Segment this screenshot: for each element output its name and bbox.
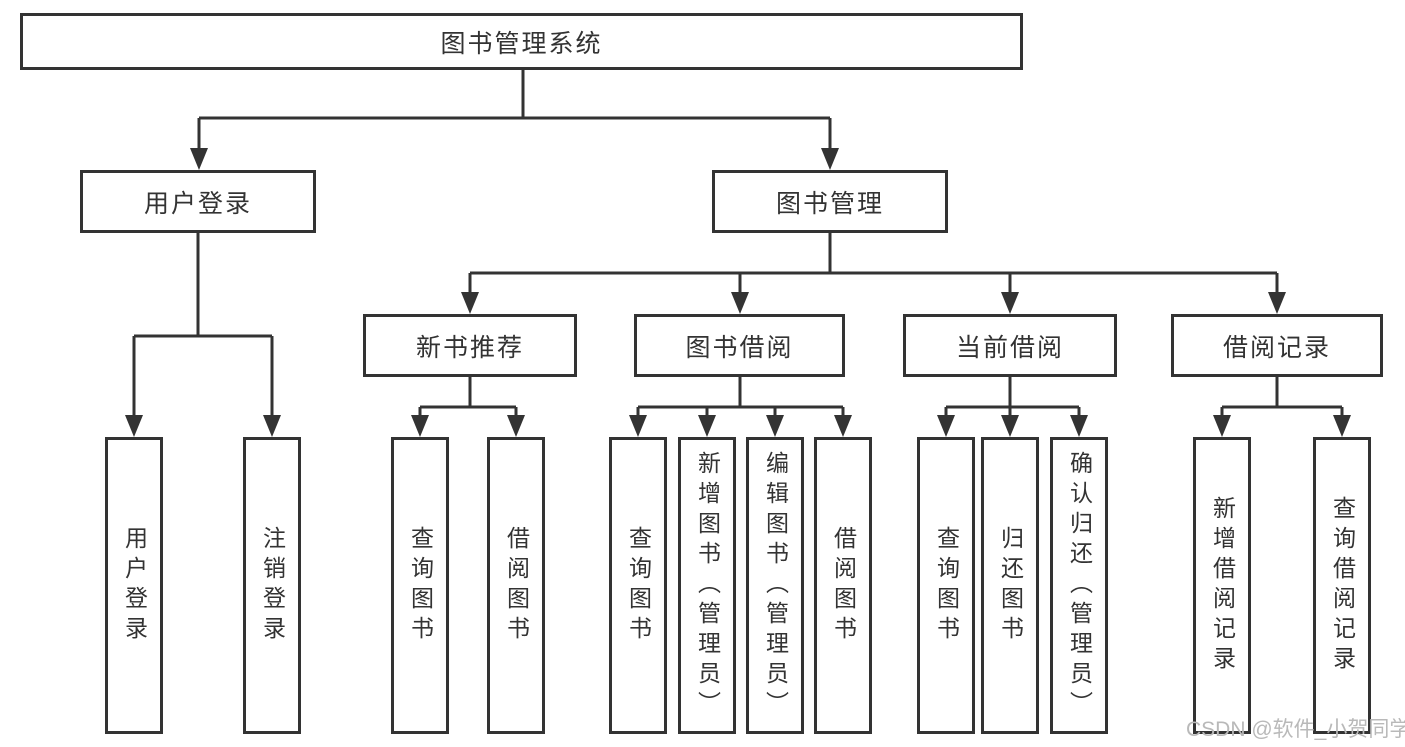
node-label: 用户登录: [143, 189, 252, 218]
node-borrow-records: 借阅记录: [1171, 314, 1383, 377]
node-leaf-query-books-1: 查询图书: [391, 437, 449, 734]
node-label: 借阅图书: [830, 525, 857, 646]
node-leaf-query-borrow-record: 查询借阅记录: [1313, 437, 1371, 734]
node-label: 借阅记录: [1222, 333, 1331, 362]
node-leaf-confirm-return-admin: 确认归还（管理员）: [1050, 437, 1108, 734]
node-leaf-borrow-books-1: 借阅图书: [487, 437, 545, 734]
node-label: 查询图书: [933, 525, 960, 646]
node-label: 图书管理系统: [440, 29, 603, 58]
connector-new-book-branch: [418, 377, 518, 419]
node-user-login: 用户登录: [80, 170, 316, 233]
node-current-borrow: 当前借阅: [903, 314, 1117, 377]
node-label: 注销登录: [259, 525, 286, 646]
node-label: 编辑图书（管理员）: [762, 450, 789, 721]
watermark-text: CSDN @软件_小贺同学: [1186, 718, 1405, 741]
node-label: 图书借阅: [685, 333, 794, 362]
node-label: 图书管理: [775, 189, 884, 218]
node-label: 查询图书: [407, 525, 434, 646]
node-label: 新增图书（管理员）: [694, 450, 721, 721]
node-label: 借阅图书: [503, 525, 530, 646]
node-book-borrow: 图书借阅: [634, 314, 845, 377]
node-label: 新书推荐: [415, 333, 524, 362]
node-label: 用户登录: [121, 525, 148, 646]
node-library-management-system: 图书管理系统: [20, 13, 1023, 70]
connector-book-management-branch: [468, 233, 1279, 296]
node-leaf-borrow-books-2: 借阅图书: [814, 437, 872, 734]
node-label: 查询图书: [625, 525, 652, 646]
node-leaf-query-books-2: 查询图书: [609, 437, 667, 734]
node-leaf-query-books-3: 查询图书: [917, 437, 975, 734]
connector-borrow-records-branch: [1220, 377, 1344, 419]
node-label: 当前借阅: [955, 333, 1064, 362]
node-leaf-add-borrow-record: 新增借阅记录: [1193, 437, 1251, 734]
node-leaf-logout: 注销登录: [243, 437, 301, 734]
node-leaf-edit-books-admin: 编辑图书（管理员）: [746, 437, 804, 734]
arrowheads: [125, 148, 1351, 437]
node-leaf-add-books-admin: 新增图书（管理员）: [678, 437, 736, 734]
node-leaf-return-books: 归还图书: [981, 437, 1039, 734]
connector-user-login-branch: [132, 233, 274, 419]
connector-book-borrow-branch: [636, 377, 845, 419]
node-label: 归还图书: [997, 525, 1024, 646]
node-new-book-recommend: 新书推荐: [363, 314, 577, 377]
node-label: 查询借阅记录: [1329, 495, 1356, 676]
connector-root-to-level2: [197, 70, 832, 152]
connector-current-borrow-branch: [944, 377, 1081, 419]
node-book-management: 图书管理: [712, 170, 948, 233]
node-label: 确认归还（管理员）: [1066, 450, 1093, 721]
node-leaf-user-login: 用户登录: [105, 437, 163, 734]
node-label: 新增借阅记录: [1209, 495, 1236, 676]
